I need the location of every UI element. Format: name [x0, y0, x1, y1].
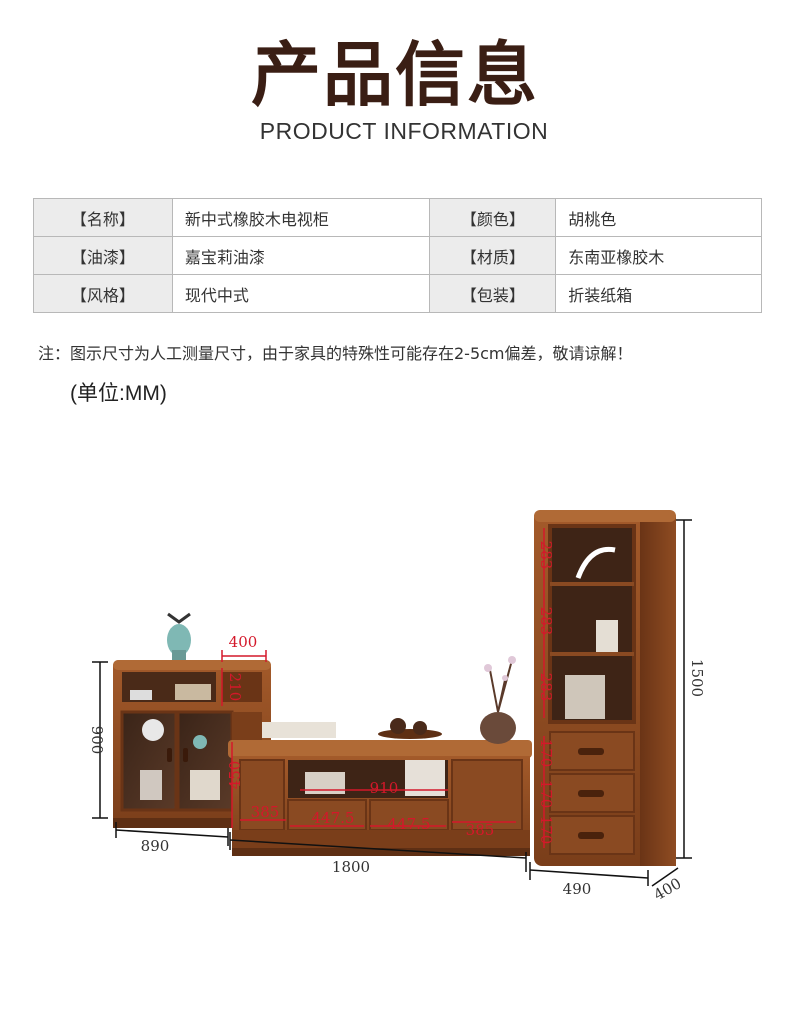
spec-value: 嘉宝莉油漆	[171, 236, 431, 275]
table-row: 【油漆】 嘉宝莉油漆 【材质】 东南亚橡胶木	[33, 236, 762, 275]
dim-tv-drawer-2: 447.5	[312, 809, 355, 827]
spec-label: 【颜色】	[429, 198, 557, 237]
tv-stand	[228, 656, 532, 856]
dim-tower-depth: 400	[651, 874, 685, 904]
dim-tv-drawer-4: 385	[466, 821, 495, 839]
spec-value: 折装纸箱	[555, 274, 762, 313]
dim-left-height: 900	[88, 726, 106, 755]
dim-left-top-depth: 400	[229, 633, 258, 651]
spec-value: 胡桃色	[555, 198, 762, 237]
dim-tower-shelf-1: 283	[537, 541, 555, 570]
spec-value: 东南亚橡胶木	[555, 236, 762, 275]
tower-cabinet	[534, 510, 676, 866]
spec-table: 【名称】 新中式橡胶木电视柜 【颜色】 胡桃色 【油漆】 嘉宝莉油漆 【材质】 …	[33, 198, 762, 313]
inner-dimension-lines	[221, 528, 545, 848]
page-title: 产品信息	[251, 33, 539, 116]
dim-tv-drawer-1: 385	[251, 803, 280, 821]
spec-value: 现代中式	[171, 274, 431, 313]
dim-tv-height: 450	[226, 761, 244, 790]
dim-tv-opening: 910	[370, 779, 399, 797]
dim-tower-width: 490	[563, 880, 592, 898]
dim-tv-drawer-3: 447.5	[388, 815, 431, 833]
dim-left-width: 890	[141, 837, 170, 855]
dim-tower-shelf-2: 283	[537, 607, 555, 636]
table-row: 【名称】 新中式橡胶木电视柜 【颜色】 胡桃色	[33, 198, 762, 237]
dim-tower-drawer-2: 170	[537, 780, 555, 809]
unit-label: (单位:MM)	[70, 382, 167, 405]
spec-label: 【油漆】	[33, 236, 173, 275]
spec-value: 新中式橡胶木电视柜	[171, 198, 431, 237]
spec-label: 【风格】	[33, 274, 173, 313]
spec-label: 【包装】	[429, 274, 557, 313]
dim-tower-shelf-3: 283	[537, 673, 555, 702]
page-subtitle: PRODUCT INFORMATION	[259, 118, 549, 144]
spec-label: 【材质】	[429, 236, 557, 275]
dim-tower-height: 1500	[688, 659, 706, 697]
dim-left-shelf: 210	[226, 673, 244, 702]
measurement-note: 注：图示尺寸为人工测量尺寸，由于家具的特殊性可能存在2-5cm偏差，敬请谅解！	[38, 344, 633, 363]
dim-tower-drawer-3: 170	[537, 816, 555, 845]
dim-tv-width: 1800	[332, 858, 370, 876]
spec-label: 【名称】	[33, 198, 173, 237]
table-row: 【风格】 现代中式 【包装】 折装纸箱	[33, 274, 762, 313]
dimension-lines	[92, 519, 692, 887]
dim-tower-drawer-1: 170	[537, 739, 555, 768]
